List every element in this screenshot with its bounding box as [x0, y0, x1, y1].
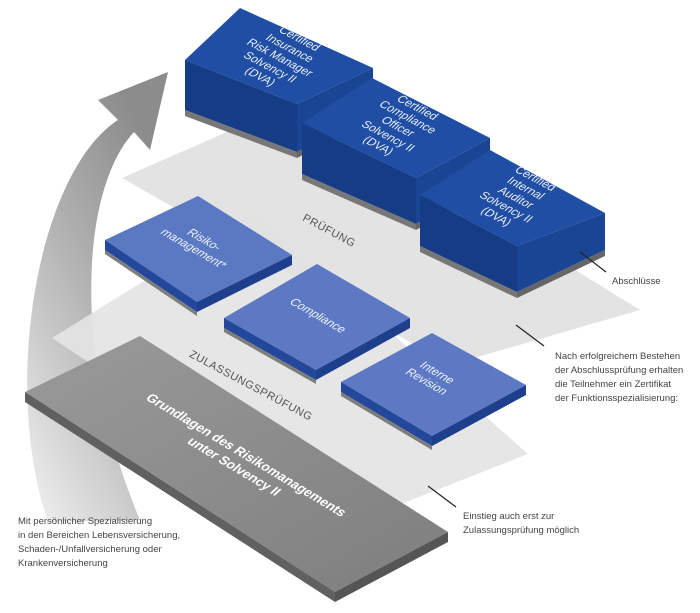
leader-line-abschluesse: [579, 251, 607, 273]
module-tile-interne-revision: [341, 333, 526, 450]
leader-line-einstieg: [427, 485, 457, 508]
note-spezialisierung: Mit persönlicher Spezialisierung in den …: [18, 516, 181, 569]
module-tile-risikomanagement: [105, 196, 292, 316]
leader-line-zertifikat: [515, 324, 545, 347]
note-abschluesse: Abschlüsse: [612, 276, 661, 287]
module-tile-compliance: [224, 264, 410, 384]
note-einstieg: Einstieg auch erst zur Zulassungsprüfung…: [463, 511, 580, 536]
note-zertifikat: Nach erfolgreichem Bestehen der Abschlus…: [555, 351, 684, 404]
base-slab: [25, 336, 448, 602]
certificate-box-internal-auditor: [420, 150, 605, 298]
pruefung-plane: [122, 100, 640, 365]
